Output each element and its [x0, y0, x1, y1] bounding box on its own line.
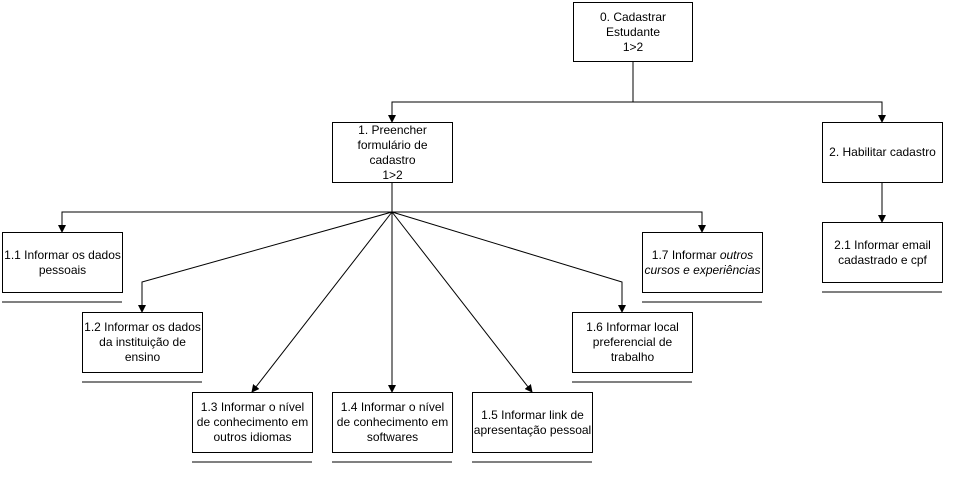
node-label: 1.5 Informar link de apresentação pessoa… — [473, 407, 592, 437]
node-informar-email-cpf: 2.1 Informar email cadastrado e cpf — [822, 222, 943, 283]
node-informar-nivel-softwares: 1.4 Informar o nível de conhecimento em … — [332, 392, 453, 453]
node-label: 1. Preencher formulário de cadastro 1>2 — [357, 122, 428, 182]
connector-1-17 — [392, 211, 706, 233]
italic-word: outros — [719, 247, 754, 262]
node-cadastrar-estudante: 0. Cadastrar Estudante 1>2 — [573, 2, 693, 62]
node-label: 2.1 Informar email cadastrado e cpf — [834, 237, 931, 267]
node-informar-outros-cursos: 1.7 Informar outros cursos e experiência… — [642, 232, 763, 293]
node-informar-local-trabalho: 1.6 Informar local preferencial de traba… — [572, 312, 693, 373]
connector-1-13 — [251, 211, 393, 393]
node-label: 1.3 Informar o nível de conhecimento em … — [196, 400, 309, 444]
connector-0-1 — [388, 62, 634, 123]
node-informar-dados-pessoais: 1.1 Informar os dados pessoais — [2, 232, 123, 293]
node-label: 2. Habilitar cadastro — [829, 145, 936, 159]
node-informar-nivel-idiomas: 1.3 Informar o nível de conhecimento em … — [192, 392, 313, 453]
node-label: 1.7 Informar outros cursos e experiência… — [644, 247, 761, 277]
node-label: 0. Cadastrar Estudante 1>2 — [599, 9, 667, 54]
connector-0-2 — [633, 101, 886, 123]
node-informar-dados-instituicao: 1.2 Informar os dados da instituição de … — [82, 312, 203, 373]
node-label: 1.2 Informar os dados da instituição de … — [84, 320, 201, 364]
connector-1-16 — [391, 211, 626, 313]
node-preencher-formulario: 1. Preencher formulário de cadastro 1>2 — [332, 122, 453, 183]
connector-1-12 — [138, 211, 393, 313]
node-habilitar-cadastro: 2. Habilitar cadastro — [822, 122, 943, 183]
leaf-underlines — [2, 291, 942, 463]
connector-1-15 — [391, 211, 533, 393]
node-label: 1.6 Informar local preferencial de traba… — [586, 320, 679, 364]
node-informar-link-apresentacao: 1.5 Informar link de apresentação pessoa… — [472, 392, 593, 453]
node-label: 1.4 Informar o nível de conhecimento em … — [336, 400, 449, 444]
node-label: 1.1 Informar os dados pessoais — [4, 247, 121, 277]
connector-1-11 — [58, 182, 393, 233]
